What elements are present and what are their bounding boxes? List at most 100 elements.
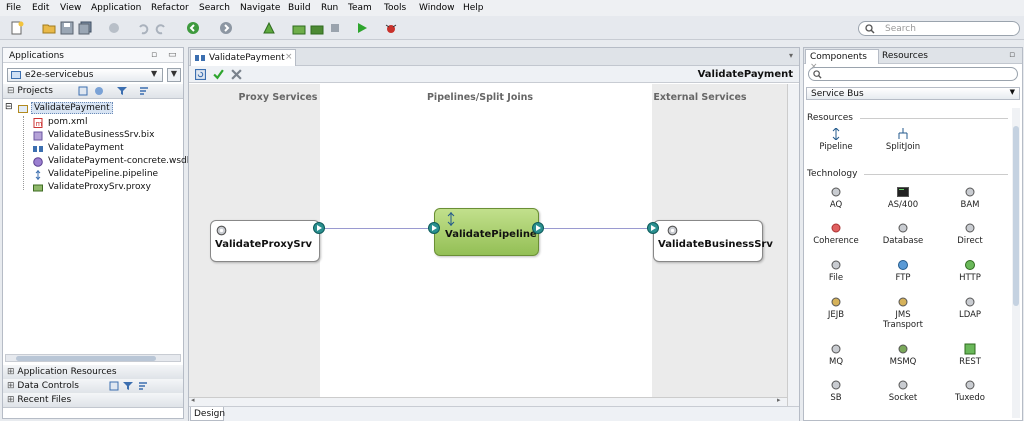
sort-icon[interactable] — [138, 381, 148, 391]
palette-ftp[interactable]: FTP — [878, 259, 928, 283]
palette-mq[interactable]: MQ — [811, 343, 861, 367]
rebuild-icon[interactable] — [310, 21, 324, 35]
palette-socket[interactable]: Socket — [878, 379, 928, 403]
menu-help[interactable]: Help — [463, 3, 484, 13]
refresh-icon[interactable] — [109, 381, 119, 391]
minimize-icon[interactable]: ▫ — [151, 50, 158, 60]
search-field[interactable]: Search — [858, 21, 1020, 36]
design-tab[interactable]: Design — [190, 407, 225, 421]
palette-jejb[interactable]: JEJB — [811, 296, 861, 320]
refresh-icon[interactable] — [195, 69, 206, 80]
data-controls-header[interactable]: ⊞ Data Controls — [3, 379, 183, 394]
palette-aq[interactable]: AQ — [811, 186, 861, 210]
filter-icon[interactable] — [123, 381, 133, 391]
application-menu-button[interactable]: ▼ — [167, 68, 181, 82]
menu-edit[interactable]: Edit — [32, 3, 50, 13]
palette-tuxedo[interactable]: Tuxedo — [945, 379, 995, 403]
stop-icon[interactable] — [328, 21, 342, 35]
menu-navigate[interactable]: Navigate — [240, 3, 281, 13]
menu-view[interactable]: View — [60, 3, 82, 13]
recent-files-header[interactable]: ⊞ Recent Files — [3, 393, 183, 408]
pipeline-output-arrow-icon[interactable] — [532, 222, 544, 234]
category-selector[interactable]: Service Bus▼ — [806, 87, 1020, 100]
palette-sb[interactable]: SB — [811, 379, 861, 403]
palette-search-input[interactable] — [808, 67, 1018, 81]
menu-tools[interactable]: Tools — [384, 3, 407, 13]
redo-icon[interactable] — [154, 21, 168, 35]
horizontal-scrollbar[interactable]: ◂▸ — [189, 396, 787, 406]
palette-as400[interactable]: AS/400 — [878, 186, 928, 210]
proxy-output-arrow-icon[interactable] — [313, 222, 325, 234]
back-icon[interactable] — [186, 21, 200, 35]
components-tab[interactable]: Components × — [805, 49, 879, 72]
vertical-scrollbar[interactable] — [787, 84, 799, 406]
filter-icon[interactable] — [117, 86, 127, 96]
tree-item-composite[interactable]: ValidatePayment — [48, 143, 124, 153]
palette-database[interactable]: Database — [878, 222, 928, 246]
palette-ldap[interactable]: LDAP — [945, 296, 995, 320]
palette-scrollbar[interactable] — [1012, 108, 1020, 418]
working-sets-icon[interactable] — [94, 86, 104, 96]
pipeline-input-arrow-icon[interactable] — [428, 222, 440, 234]
menu-run[interactable]: Run — [321, 3, 339, 13]
minimize-icon[interactable]: ▫ — [1009, 50, 1016, 60]
maximize-icon[interactable]: ▭ — [168, 50, 177, 60]
application-resources-header[interactable]: ⊞ Application Resources — [3, 365, 183, 380]
palette-direct[interactable]: Direct — [945, 222, 995, 246]
save-all-icon[interactable] — [78, 21, 92, 35]
scrollbar-thumb[interactable] — [16, 356, 156, 361]
build-icon[interactable] — [262, 21, 276, 35]
tab-list-icon[interactable]: ▾ — [789, 51, 794, 60]
business-service-node[interactable]: ValidateBusinessSrv — [653, 220, 773, 262]
business-input-arrow-icon[interactable] — [647, 222, 659, 234]
palette-rest[interactable]: REST — [945, 343, 995, 367]
menu-window[interactable]: Window — [419, 3, 455, 13]
forward-icon[interactable] — [219, 21, 233, 35]
palette-coherence[interactable]: Coherence — [811, 222, 861, 246]
palette-bam[interactable]: BAM — [945, 186, 995, 210]
palette-jms-transport[interactable]: JMS Transport — [878, 296, 928, 330]
delete-x-icon[interactable] — [231, 69, 242, 80]
palette-http[interactable]: HTTP — [945, 259, 995, 283]
palette-splitjoin[interactable]: SplitJoin — [878, 128, 928, 152]
pipeline-node[interactable]: ValidatePipeline — [434, 208, 539, 256]
menu-file[interactable]: File — [6, 3, 22, 13]
tree-item-business[interactable]: ValidateBusinessSrv.bix — [48, 130, 155, 140]
menu-search[interactable]: Search — [199, 3, 230, 13]
resources-tab[interactable]: Resources — [882, 51, 928, 61]
menu-refactor[interactable]: Refactor — [151, 3, 189, 13]
scroll-right-icon[interactable]: ▸ — [777, 396, 781, 404]
menu-application[interactable]: Application — [91, 3, 142, 13]
make-icon[interactable] — [292, 21, 306, 35]
deploy-icon[interactable] — [107, 21, 121, 35]
editor-tab[interactable]: ValidatePayment × — [190, 49, 296, 66]
validate-check-icon[interactable] — [213, 69, 224, 80]
new-file-icon[interactable] — [10, 21, 24, 35]
tree-item-pipeline[interactable]: ValidatePipeline.pipeline — [48, 169, 159, 179]
palette-pipeline[interactable]: Pipeline — [811, 128, 861, 152]
scroll-left-icon[interactable]: ◂ — [191, 396, 195, 404]
palette-scrollbar-thumb[interactable] — [1013, 126, 1019, 306]
expand-icon[interactable]: ⊞ — [7, 395, 15, 405]
tree-expand-icon[interactable]: ⊟ — [5, 102, 13, 112]
tree-item-proxy[interactable]: ValidateProxySrv.proxy — [48, 182, 151, 192]
menu-build[interactable]: Build — [288, 3, 311, 13]
undo-icon[interactable] — [136, 21, 150, 35]
collapse-icon[interactable]: ⊟ — [7, 86, 15, 96]
refresh-icon[interactable] — [78, 86, 88, 96]
expand-icon[interactable]: ⊞ — [7, 367, 15, 377]
tree-root-project[interactable]: ValidatePayment — [31, 102, 113, 114]
application-selector[interactable]: e2e-servicebus ▼ — [7, 68, 163, 82]
debug-icon[interactable] — [384, 21, 398, 35]
menu-team[interactable]: Team — [348, 3, 372, 13]
tree-item-pom[interactable]: pom.xml — [48, 117, 88, 127]
save-icon[interactable] — [60, 21, 74, 35]
horizontal-scrollbar[interactable] — [5, 354, 181, 362]
open-folder-icon[interactable] — [42, 21, 56, 35]
tree-item-wsdl[interactable]: ValidatePayment-concrete.wsdl — [48, 156, 190, 166]
run-icon[interactable] — [355, 21, 369, 35]
projects-header[interactable]: ⊟ Projects — [3, 84, 183, 99]
proxy-service-node[interactable]: ValidateProxySrv — [210, 220, 320, 262]
expand-icon[interactable]: ⊞ — [7, 381, 15, 391]
palette-file[interactable]: File — [811, 259, 861, 283]
